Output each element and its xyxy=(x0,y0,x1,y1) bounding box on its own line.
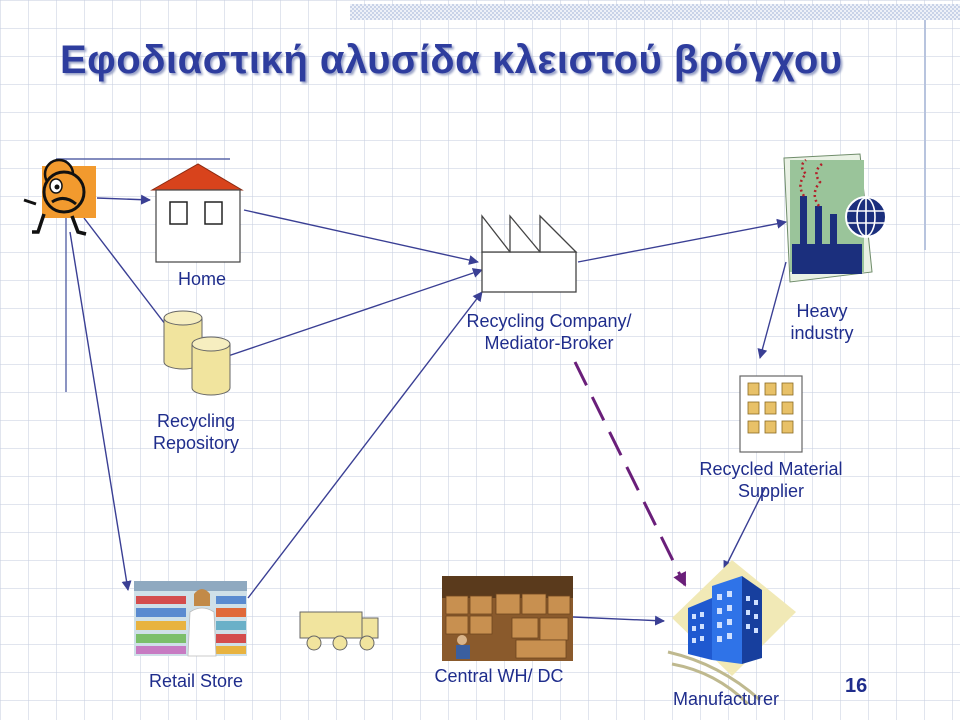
arrow-home-to-recycler xyxy=(243,209,479,265)
recycling-repository-label-line2: Repository xyxy=(152,433,240,453)
arrow-consumer-to-home xyxy=(96,194,151,205)
arrow-supplier-to-manufacturer xyxy=(723,487,766,571)
heavy-industry-label-line1: Heavy xyxy=(796,301,848,321)
recycling-company-label-line2: Mediator-Broker xyxy=(484,333,614,353)
arrow-repository-to-recycler xyxy=(227,268,483,357)
heavy-industry-label: Heavy industry xyxy=(772,300,872,344)
arrow-retail-to-recycler xyxy=(247,291,483,599)
manufacturer-building-icon xyxy=(667,560,796,706)
arrow-wh-to-manufacturer xyxy=(572,615,665,626)
warehouse-photo xyxy=(442,576,573,661)
database-cylinders-icon xyxy=(163,310,231,396)
home-label: Home xyxy=(177,269,226,289)
arrow-recycler-to-heavy-industry xyxy=(577,218,787,263)
arrow-heavy-industry-return xyxy=(757,261,787,359)
decorative-right-rule xyxy=(924,20,926,250)
recycling-repository-label-line1: Recycling xyxy=(156,411,236,431)
recycling-repository-label: Recycling Repository xyxy=(146,410,246,454)
decorative-corner-bar xyxy=(350,4,960,20)
manufacturer-label: Manufacturer xyxy=(672,689,780,709)
retail-store-label: Retail Store xyxy=(148,671,244,691)
office-building-icon xyxy=(739,375,803,453)
arrow-consumer-to-repository xyxy=(83,217,176,338)
retail-store-photo xyxy=(134,581,247,657)
recycled-supplier-label-line2: Supplier xyxy=(737,481,805,501)
recycling-company-label-line1: Recycling Company/ xyxy=(466,311,632,331)
arrow-consumer-to-retail xyxy=(69,231,132,591)
slide-title: Εφοδιαστική αλυσίδα κλειστού βρόγχου xyxy=(60,38,843,82)
recycled-supplier-label: Recycled Material Supplier xyxy=(690,458,852,502)
recycled-supplier-label-line1: Recycled Material xyxy=(699,459,843,479)
heavy-industry-icon xyxy=(783,153,887,283)
consumer-face-icon xyxy=(23,158,96,236)
central-wh-label: Central WH/ DC xyxy=(434,666,564,686)
recycling-company-label: Recycling Company/ Mediator-Broker xyxy=(454,310,644,354)
dashed-arrow-recycler-to-manufacturer xyxy=(573,361,687,587)
page-number: 16 xyxy=(845,675,868,697)
heavy-industry-label-line2: industry xyxy=(790,323,854,343)
factory-outline-icon xyxy=(481,214,578,293)
flow-arrows xyxy=(56,158,787,626)
home-icon xyxy=(150,163,244,263)
truck-icon xyxy=(299,611,379,651)
